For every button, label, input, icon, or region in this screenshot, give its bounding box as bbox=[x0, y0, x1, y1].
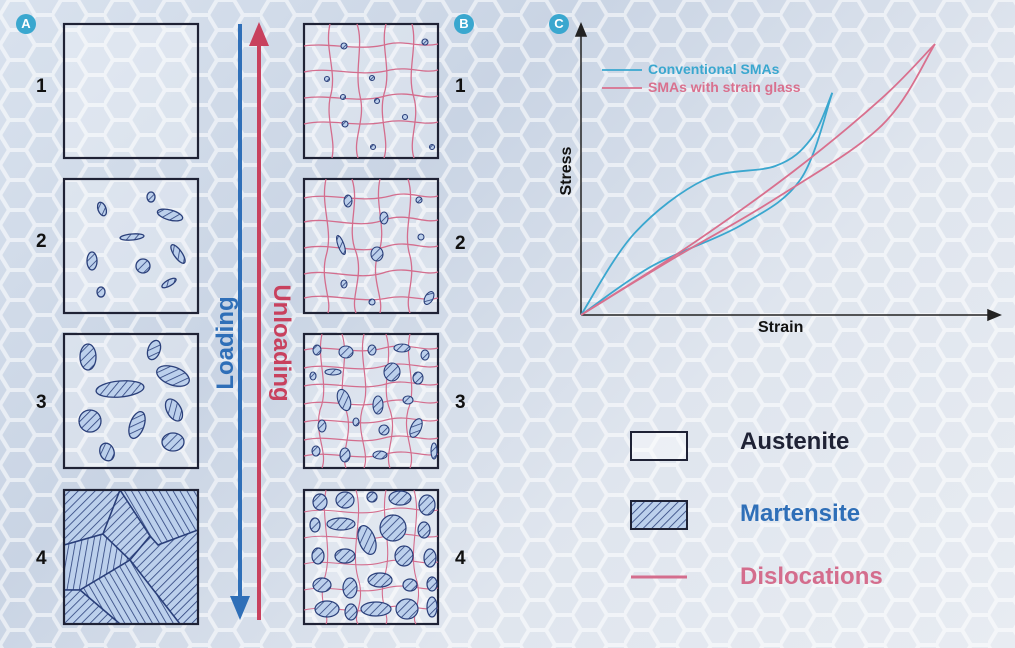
panel-b-box-2 bbox=[302, 177, 440, 315]
y-axis-label: Stress bbox=[558, 146, 575, 196]
legend-martensite: Martensite bbox=[740, 500, 861, 527]
panel-b-row-3: 3 bbox=[455, 392, 466, 413]
panel-a-box-1 bbox=[62, 22, 200, 160]
panel-b-box-4 bbox=[302, 488, 440, 626]
panel-a-box-4 bbox=[62, 488, 200, 626]
series-strain-glass-unloading-curve bbox=[580, 43, 936, 316]
stress-strain-chart bbox=[574, 22, 1002, 322]
loading-arrow bbox=[230, 24, 250, 620]
legend-austenite: Austenite bbox=[740, 428, 850, 455]
chart-legend-strain-glass: SMAs with strain glass bbox=[648, 79, 801, 95]
panel-a-martensite-large bbox=[78, 339, 190, 462]
chart-series bbox=[580, 43, 936, 316]
x-axis-label: Strain bbox=[758, 319, 804, 336]
panel-b-row-2: 2 bbox=[455, 233, 466, 254]
series-conventional-unloading-curve bbox=[580, 92, 834, 316]
loading-label: Loading bbox=[212, 296, 239, 390]
unloading-label: Unloading bbox=[268, 284, 295, 402]
panel-a-box-2 bbox=[62, 177, 200, 315]
legend-dislocations: Dislocations bbox=[740, 563, 883, 590]
panel-b-badge: B bbox=[454, 14, 474, 34]
panel-a-row-4: 4 bbox=[36, 548, 47, 569]
panel-a-row-1: 1 bbox=[36, 76, 47, 97]
panel-a-martensite-small bbox=[86, 191, 186, 298]
unloading-arrow bbox=[249, 22, 269, 620]
legend-box-martensite bbox=[630, 500, 688, 530]
chart-axes bbox=[574, 22, 1002, 322]
chart-legend-conventional: Conventional SMAs bbox=[648, 61, 780, 77]
panel-b-row-1: 1 bbox=[455, 76, 466, 97]
panel-b-box-3 bbox=[302, 332, 440, 470]
series-conventional-loading-curve bbox=[580, 92, 834, 316]
panel-b-box-1 bbox=[302, 22, 440, 160]
panel-a-boxes bbox=[62, 22, 200, 470]
legend-box-austenite bbox=[630, 431, 688, 461]
panel-c-badge: C bbox=[549, 14, 569, 34]
panel-b-row-4: 4 bbox=[455, 548, 466, 569]
panel-a-row-2: 2 bbox=[36, 231, 47, 252]
panel-a-badge: A bbox=[16, 14, 36, 34]
panel-a-row-3: 3 bbox=[36, 392, 47, 413]
